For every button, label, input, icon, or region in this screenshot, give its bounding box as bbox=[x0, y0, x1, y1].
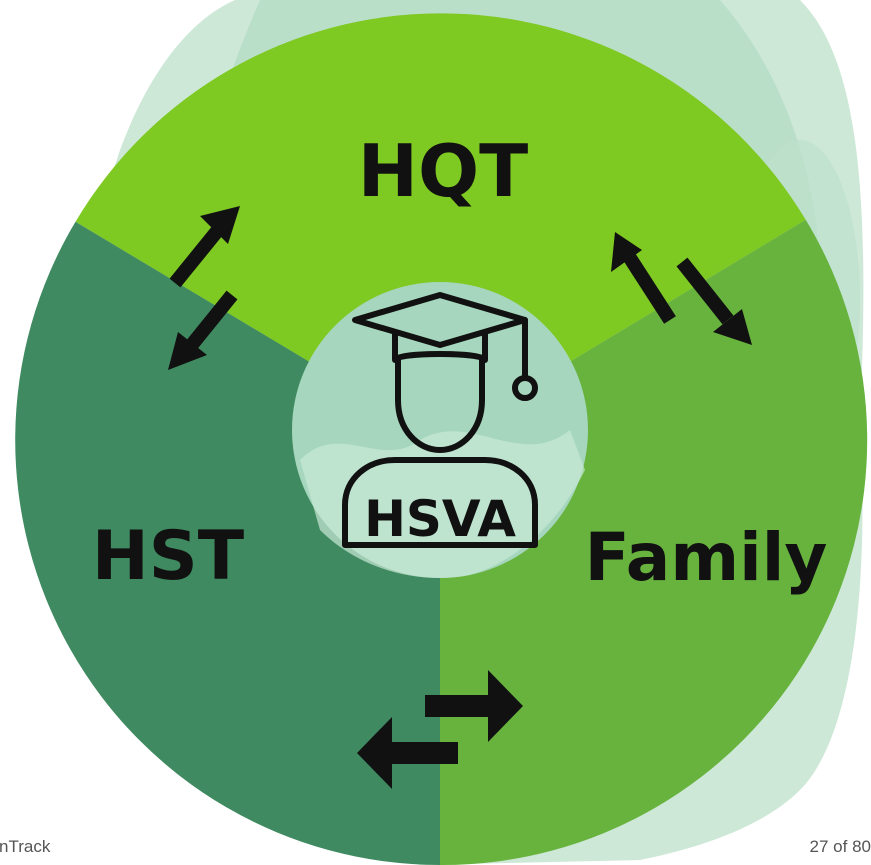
center-label: HSVA bbox=[364, 490, 516, 548]
segment-label-family: Family bbox=[585, 519, 828, 596]
double-arrow-icon bbox=[168, 206, 240, 370]
segment-label-hqt: HQT bbox=[358, 129, 529, 213]
double-arrow-icon bbox=[611, 232, 752, 345]
footer-brand: nTrack bbox=[0, 837, 51, 856]
segment-hqt bbox=[75, 13, 806, 441]
segment-label-hst: HST bbox=[92, 517, 245, 596]
page-counter: 27 of 80 bbox=[809, 837, 871, 856]
graduate-cap-icon bbox=[342, 292, 538, 548]
exchange-arrows-icon bbox=[357, 670, 523, 789]
